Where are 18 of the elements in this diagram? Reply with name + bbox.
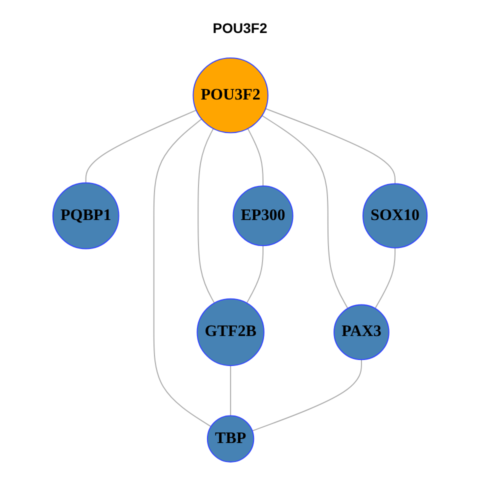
connector [262,115,348,309]
connector [265,108,396,184]
connector [153,118,212,427]
connector [252,360,362,432]
node-circle: PAX3 [334,304,390,360]
node-circle: GTF2B [196,298,264,366]
diagram-title: POU3F2 [212,20,268,36]
connector [230,366,232,416]
node-circle: POU3F2 [192,58,268,134]
connector [246,246,264,304]
connector [247,128,264,186]
node-circle: TBP [206,415,254,462]
connector [374,248,396,309]
node-circle: EP300 [232,186,294,246]
node-circle: PQBP1 [52,182,120,250]
connector [85,110,196,183]
connector [198,128,215,304]
node-circle: SOX10 [362,183,428,248]
